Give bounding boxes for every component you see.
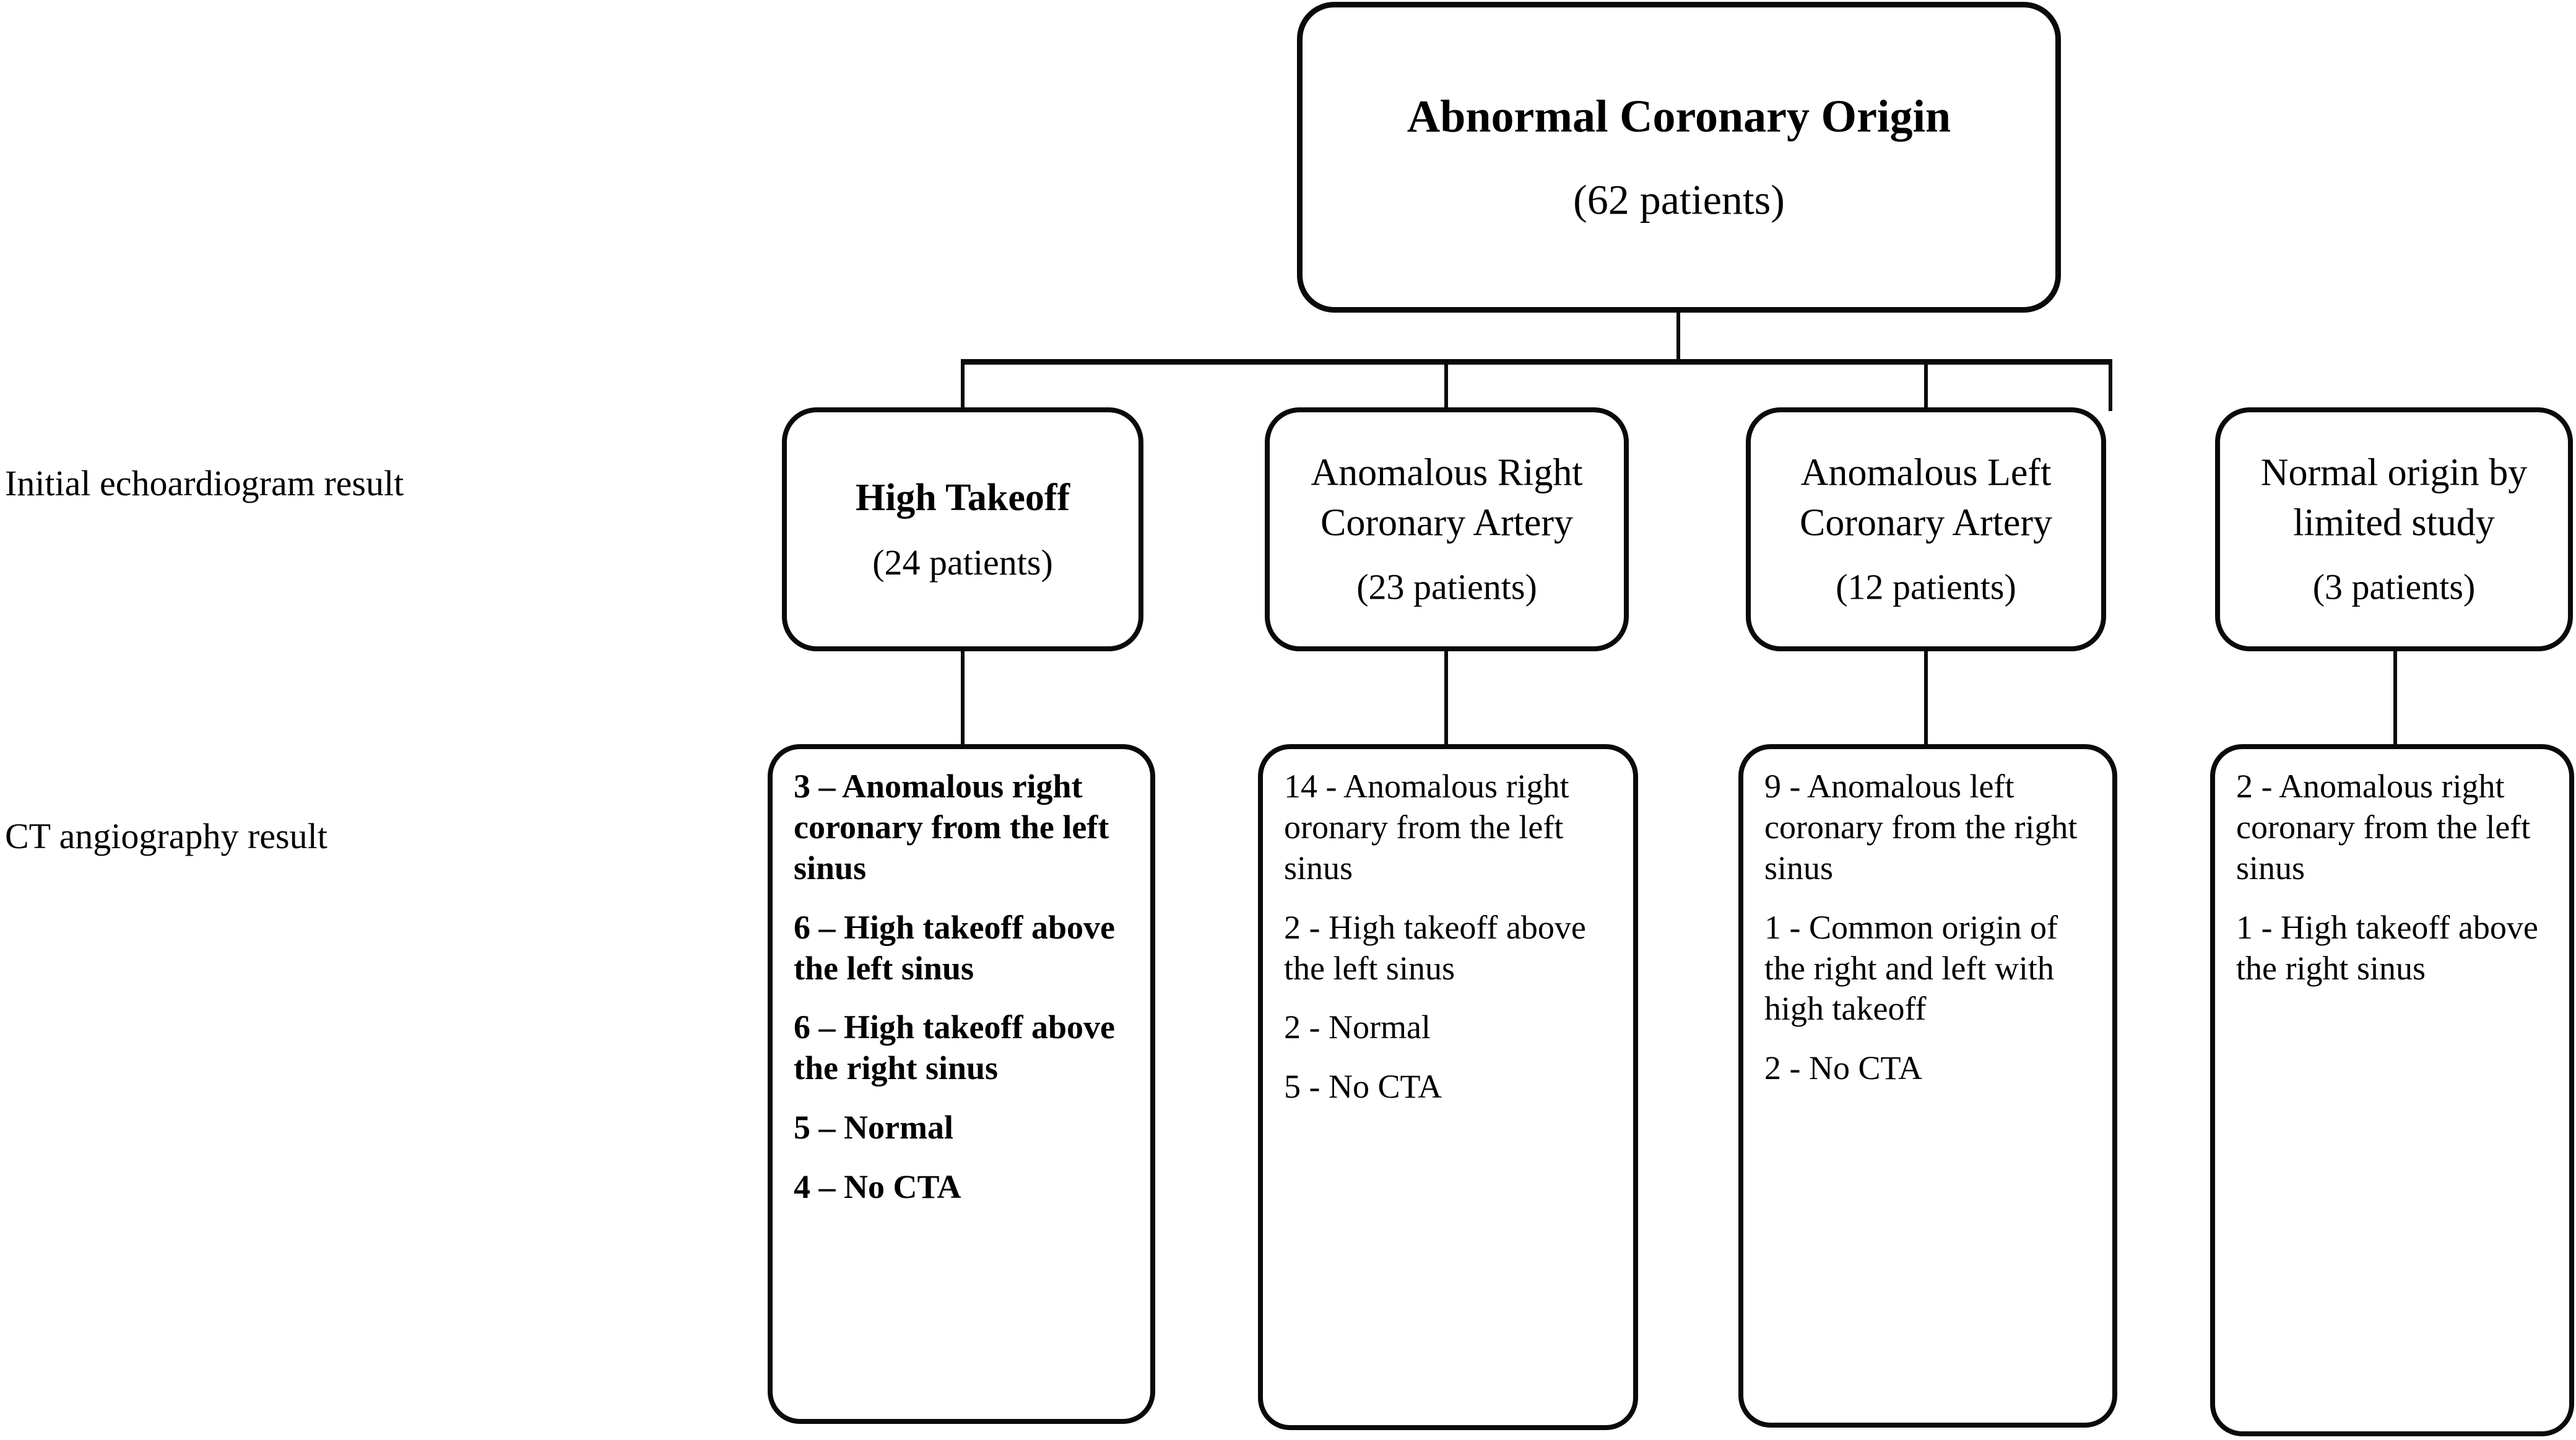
- list-item: 5 – Normal: [794, 1109, 953, 1147]
- connector-horizontal-bus: [961, 359, 2112, 365]
- node-content: Normal origin by limited study (3 patien…: [2220, 448, 2568, 611]
- node-cta-high-takeoff[interactable]: 3 – Anomalous right coronary from the le…: [768, 744, 1155, 1424]
- node-anomalous-right-coronary-artery[interactable]: Anomalous Right Coronary Artery (23 pati…: [1265, 407, 1629, 651]
- node-title: Abnormal Coronary Origin: [1407, 91, 1951, 142]
- node-cta-anomalous-left[interactable]: 9 - Anomalous left coronary from the rig…: [1738, 744, 2117, 1428]
- list-item: 4 – No CTA: [794, 1168, 961, 1205]
- list-item: 6 – High takeoff above the left sinus: [794, 908, 1115, 987]
- node-abnormal-coronary-origin[interactable]: Abnormal Coronary Origin (62 patients): [1297, 2, 2061, 313]
- node-title: Anomalous Left Coronary Artery: [1799, 451, 2053, 544]
- connector-echo-4-to-cta-4: [2393, 648, 2397, 749]
- connector-bus-to-echo-3: [1924, 359, 1928, 411]
- node-anomalous-left-coronary-artery[interactable]: Anomalous Left Coronary Artery (12 patie…: [1746, 407, 2106, 651]
- connector-bus-to-echo-2: [1444, 359, 1448, 411]
- node-cta-anomalous-right[interactable]: 14 - Anomalous right oronary from the le…: [1258, 744, 1638, 1430]
- node-normal-origin-limited-study[interactable]: Normal origin by limited study (3 patien…: [2215, 407, 2573, 651]
- list-item: 6 – High takeoff above the right sinus: [794, 1008, 1115, 1087]
- node-content: Anomalous Left Coronary Artery (12 patie…: [1751, 448, 2101, 611]
- cta-item-list: 2 - Anomalous right coronary from the le…: [2236, 766, 2556, 989]
- node-cta-normal-origin[interactable]: 2 - Anomalous right coronary from the le…: [2210, 744, 2574, 1436]
- row-label-ct-angiography: CT angiography result: [5, 816, 327, 856]
- node-count: (24 patients): [872, 542, 1053, 583]
- list-item: 5 - No CTA: [1284, 1068, 1442, 1106]
- connector-bus-to-echo-4-corner: [2109, 359, 2112, 411]
- list-item: 1 - Common origin of the right and left …: [1764, 908, 2058, 1028]
- node-title: Normal origin by limited study: [2260, 451, 2528, 544]
- list-item: 9 - Anomalous left coronary from the rig…: [1764, 768, 2078, 887]
- node-count: (62 patients): [1573, 176, 1785, 223]
- connector-echo-3-to-cta-3: [1924, 648, 1928, 749]
- connector-root-stem: [1676, 310, 1680, 364]
- node-content: Abnormal Coronary Origin (62 patients): [1303, 87, 2055, 228]
- cta-item-list: 3 – Anomalous right coronary from the le…: [794, 766, 1137, 1208]
- node-content: Anomalous Right Coronary Artery (23 pati…: [1270, 448, 1624, 611]
- node-content: High Takeoff (24 patients): [787, 473, 1138, 586]
- node-high-takeoff[interactable]: High Takeoff (24 patients): [782, 407, 1143, 651]
- connector-echo-1-to-cta-1: [961, 648, 965, 749]
- list-item: 2 - High takeoff above the left sinus: [1284, 908, 1586, 987]
- row-label-initial-echo: Initial echoardiogram result: [5, 463, 404, 503]
- list-item: 1 - High takeoff above the right sinus: [2236, 908, 2538, 987]
- list-item: 2 - Normal: [1284, 1008, 1431, 1046]
- connector-echo-2-to-cta-2: [1444, 648, 1448, 749]
- list-item: 3 – Anomalous right coronary from the le…: [794, 768, 1109, 887]
- list-item: 2 - Anomalous right coronary from the le…: [2236, 768, 2531, 887]
- list-item: 2 - No CTA: [1764, 1049, 1923, 1087]
- connector-bus-to-echo-1: [961, 359, 965, 411]
- node-title: Anomalous Right Coronary Artery: [1311, 451, 1583, 544]
- cta-item-list: 14 - Anomalous right oronary from the le…: [1284, 766, 1620, 1108]
- node-count: (12 patients): [1836, 566, 2016, 607]
- list-item: 14 - Anomalous right oronary from the le…: [1284, 768, 1569, 887]
- node-title: High Takeoff: [855, 477, 1070, 519]
- cta-item-list: 9 - Anomalous left coronary from the rig…: [1764, 766, 2099, 1089]
- node-count: (3 patients): [2312, 566, 2476, 607]
- node-count: (23 patients): [1356, 566, 1537, 607]
